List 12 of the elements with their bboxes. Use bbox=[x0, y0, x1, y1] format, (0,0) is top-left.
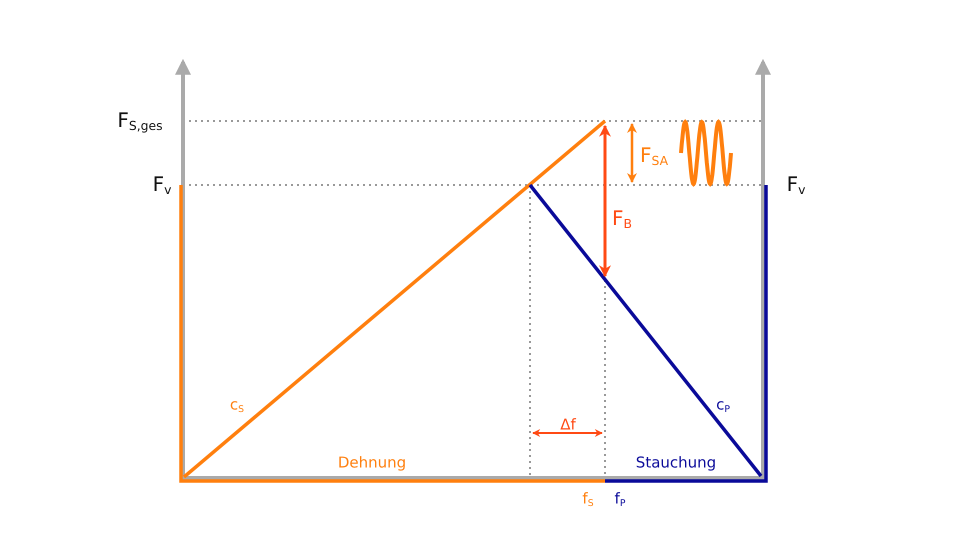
force-label: F$_{v}$ bbox=[786, 174, 806, 196]
force-label: F$_{v}$ bbox=[152, 174, 172, 196]
axis-label: Dehnung bbox=[338, 456, 406, 470]
deformation-label: Δf bbox=[560, 418, 576, 432]
axis-label: Stauchung bbox=[636, 456, 716, 470]
force-label: F$_{S,ges}$ bbox=[117, 110, 163, 132]
force-label: F$_{SA}$ bbox=[640, 144, 668, 168]
force-label: F$_{B}$ bbox=[612, 208, 632, 230]
stiffness-label: c$_{P}$ bbox=[716, 398, 730, 414]
deformation-label: f$_{P}$ bbox=[614, 492, 626, 508]
stiffness-label: c$_{S}$ bbox=[230, 398, 244, 414]
deformation-label: f$_{S}$ bbox=[582, 492, 594, 508]
